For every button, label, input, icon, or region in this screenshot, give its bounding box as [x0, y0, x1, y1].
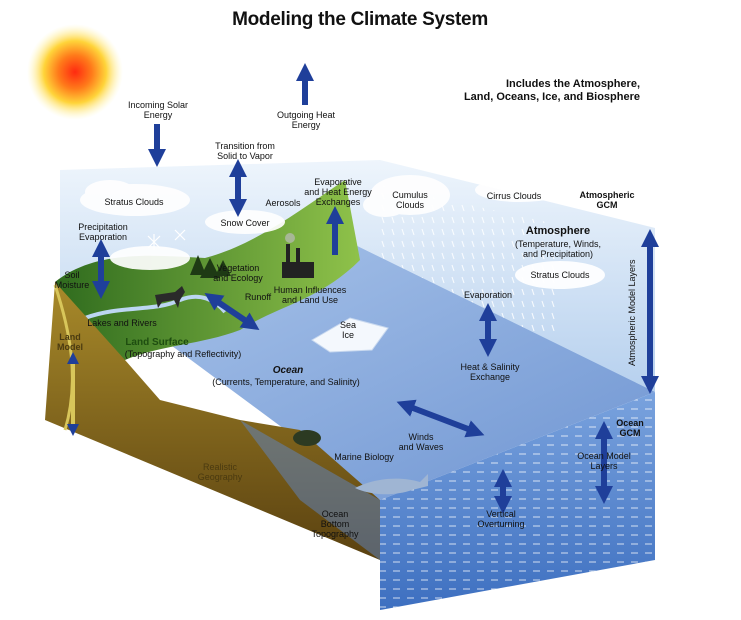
- label-evaporation: Evaporation: [463, 290, 513, 300]
- animal-icon: [155, 286, 185, 308]
- label-snow-cover: Snow Cover: [220, 218, 270, 228]
- label-runoff: Runoff: [244, 292, 272, 302]
- label-human-influences: Human Influences and Land Use: [273, 285, 347, 305]
- label-lakes-rivers: Lakes and Rivers: [87, 318, 157, 328]
- label-precip-evap: Precipitation Evaporation: [78, 222, 128, 242]
- label-cumulus: Cumulus Clouds: [392, 190, 428, 210]
- sea-ice: [311, 317, 389, 353]
- label-soil-moisture: Soil Moisture: [54, 270, 90, 290]
- label-land-surface: Land Surface: [125, 337, 189, 348]
- label-atmospheric-gcm: Atmospheric GCM: [579, 190, 635, 210]
- label-atmospheric-model-layers: Atmospheric Model Layers: [627, 259, 637, 366]
- label-winds-waves: Winds and Waves: [398, 432, 444, 452]
- label-outgoing-heat: Outgoing Heat Energy: [276, 110, 336, 130]
- label-atmosphere: Atmosphere: [525, 225, 591, 237]
- ocean-bottom: [240, 420, 380, 560]
- label-realistic-geography: Realistic Geography: [197, 462, 243, 482]
- label-sea-ice: Sea Ice: [339, 320, 356, 340]
- flux-arrows: [92, 63, 659, 514]
- label-marine-biology: Marine Biology: [334, 452, 394, 462]
- label-vertical-overturning: Vertical Overturning: [477, 509, 525, 529]
- label-cirrus: Cirrus Clouds: [486, 191, 542, 201]
- label-vegetation: Vegetation and Ecology: [213, 263, 263, 283]
- subtitle: Includes the Atmosphere, Land, Oceans, I…: [463, 78, 640, 103]
- label-ocean-detail: (Currents, Temperature, and Salinity): [212, 377, 360, 387]
- snowflake-icon: [147, 229, 186, 250]
- label-atmosphere-detail: (Temperature, Winds, and Precipitation): [514, 239, 602, 259]
- label-stratus-left: Stratus Clouds: [104, 197, 164, 207]
- turtle-icon: [293, 430, 321, 446]
- label-ocean: Ocean: [272, 365, 304, 376]
- shark-icon: [355, 474, 428, 495]
- label-ocean-bottom: Ocean Bottom Topography: [311, 509, 359, 539]
- page-title: Modeling the Climate System: [232, 9, 488, 30]
- sun-icon: [27, 24, 123, 120]
- label-stratus-right: Stratus Clouds: [530, 270, 590, 280]
- label-incoming-solar: Incoming Solar Energy: [127, 100, 189, 120]
- winds-waves-arrow: [396, 399, 485, 438]
- ocean-front-layers: [380, 392, 655, 610]
- factory-icon: [282, 233, 314, 278]
- label-land-surface-detail: (Topography and Reflectivity): [124, 349, 242, 359]
- label-aerosols: Aerosols: [265, 198, 301, 208]
- label-land-model: Land Model: [57, 332, 83, 352]
- label-ocean-gcm: Ocean GCM: [616, 418, 644, 438]
- label-evaporative-exchanges: Evaporative and Heat Energy Exchanges: [304, 177, 372, 207]
- tree-icon: [190, 255, 231, 278]
- label-transition: Transition from Solid to Vapor: [215, 141, 275, 161]
- label-heat-salinity: Heat & Salinity Exchange: [460, 362, 520, 382]
- clouds: [80, 175, 605, 289]
- label-ocean-model-layers: Ocean Model Layers: [577, 451, 631, 471]
- runoff-arrow: [204, 292, 260, 331]
